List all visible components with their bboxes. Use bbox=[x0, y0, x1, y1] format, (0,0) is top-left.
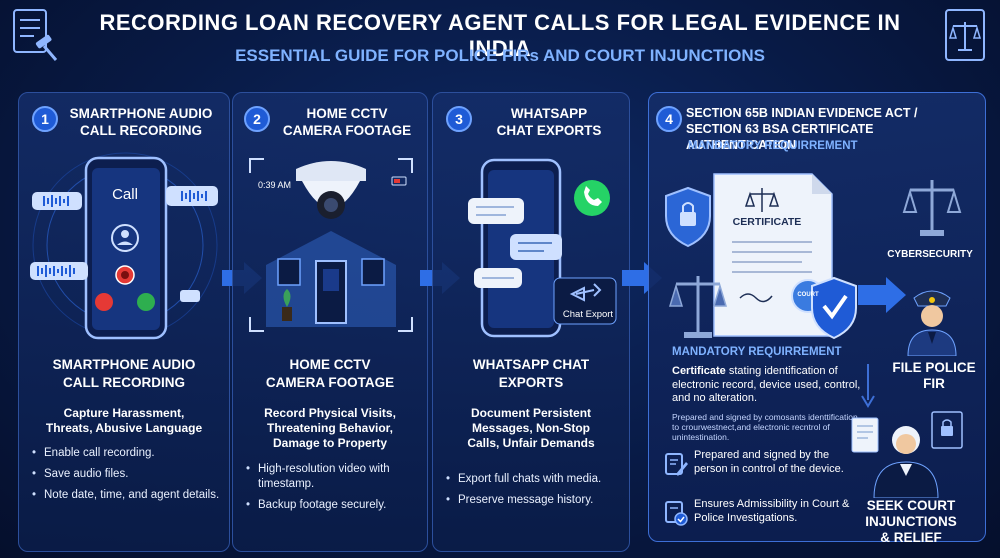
legal-document-gavel-icon bbox=[10, 6, 62, 66]
verified-document-icon bbox=[664, 500, 688, 531]
arrow-fir-icon bbox=[858, 275, 908, 320]
step-purpose: Record Physical Visits,Threatening Behav… bbox=[264, 406, 396, 450]
cctv-camera-illustration bbox=[246, 155, 416, 335]
whatsapp-phone-illustration bbox=[448, 150, 624, 350]
edit-document-icon bbox=[664, 452, 688, 483]
fine-print-note: Prepared and signed by comosants identti… bbox=[672, 412, 858, 442]
judge-documents-icon bbox=[848, 408, 968, 499]
step-number-badge: 1 bbox=[32, 106, 58, 132]
prepared-by-text: Prepared and signed by the person in con… bbox=[694, 449, 844, 475]
step-bullet-list: Export full chats with media. Preserve m… bbox=[446, 472, 626, 514]
step-title: SECTION 65B INDIAN EVIDENCE ACT /SECTION… bbox=[686, 106, 918, 152]
court-seal-label: COURT bbox=[797, 292, 819, 298]
step-bullet-list: Enable call recording. Save audio files.… bbox=[32, 446, 222, 509]
list-item: Preserve message history. bbox=[446, 493, 626, 508]
call-screen-label: Call bbox=[112, 186, 138, 203]
timestamp-overlay: 0:39 AM bbox=[258, 180, 292, 190]
list-item: Enable call recording. bbox=[32, 446, 222, 461]
list-item: High-resolution video with timestamp. bbox=[246, 462, 422, 492]
certificate-description: Certificate stating identification of el… bbox=[672, 365, 861, 404]
chat-export-label: Chat Export bbox=[562, 309, 614, 320]
step-bullet-list: High-resolution video with timestamp. Ba… bbox=[246, 462, 422, 519]
cybersecurity-label: CYBERSECURITY bbox=[887, 249, 973, 260]
mandatory-requirement-label: MANDATORY REQUIRREMENT bbox=[688, 140, 858, 152]
step-number-badge: 4 bbox=[656, 106, 682, 132]
connector-line bbox=[860, 364, 876, 413]
page-title: RECORDING LOAN RECOVERY AGENT CALLS FOR … bbox=[99, 10, 901, 61]
certificate-label: CERTIFICATE bbox=[732, 216, 802, 228]
list-item: Save audio files. bbox=[32, 467, 222, 482]
page-subtitle: ESSENTIAL GUIDE FOR POLICE FIRs AND COUR… bbox=[235, 46, 765, 65]
step-number-badge: 2 bbox=[244, 106, 270, 132]
mandatory-requirement-label: MANDATORY REQUIRREMENT bbox=[672, 346, 842, 358]
list-item: Note date, time, and agent details. bbox=[32, 488, 222, 503]
list-item: Backup footage securely. bbox=[246, 498, 422, 513]
smartphone-call-illustration bbox=[28, 150, 222, 350]
admissibility-text: Ensures Admissibility in Court & Police … bbox=[694, 498, 850, 524]
list-item: Export full chats with media. bbox=[446, 472, 626, 487]
justice-scales-icon bbox=[902, 176, 962, 238]
certificate-illustration bbox=[662, 166, 882, 346]
police-officer-icon bbox=[900, 284, 964, 357]
scales-document-icon bbox=[940, 6, 992, 66]
step-number-badge: 3 bbox=[446, 106, 472, 132]
step-purpose: Capture Harassment,Threats, Abusive Lang… bbox=[45, 406, 203, 435]
